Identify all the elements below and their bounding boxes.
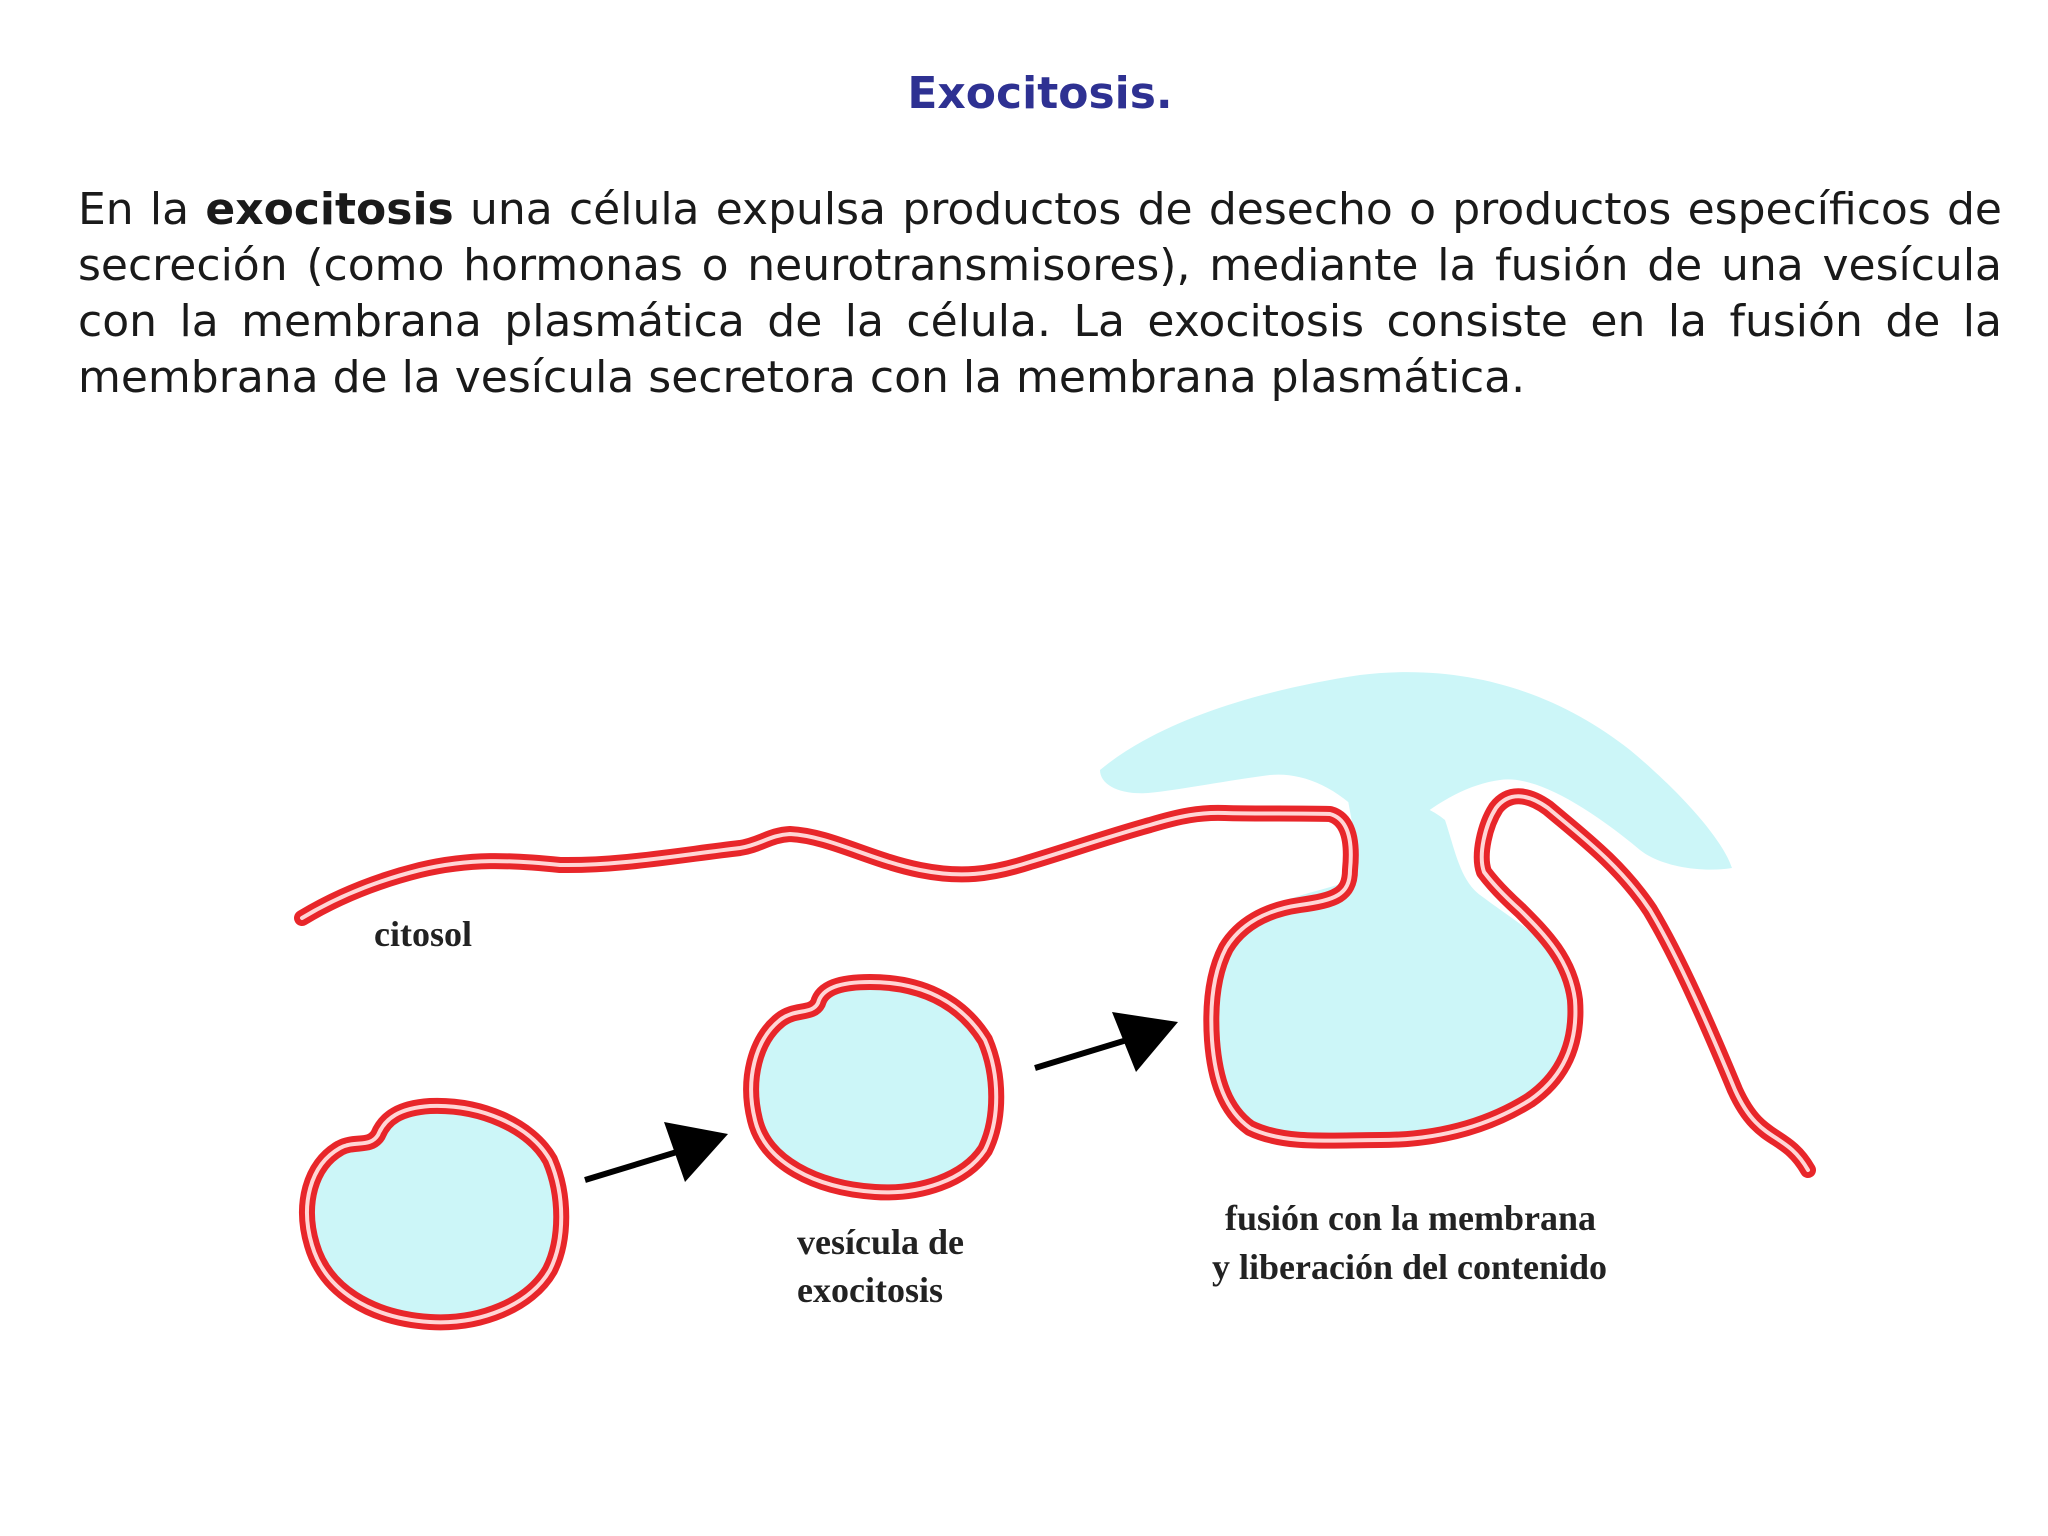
paragraph-bold-term: exocitosis <box>205 184 454 235</box>
label-vesicle-line2: exocitosis <box>797 1270 943 1310</box>
paragraph-prefix: En la <box>78 184 206 235</box>
arrow-2 <box>1034 1012 1178 1072</box>
fused-vesicle-interior <box>1211 796 1578 1141</box>
vesicle-1 <box>299 1097 570 1331</box>
label-fusion-line2: y liberación del contenido <box>1212 1247 1607 1287</box>
label-citosol: citosol <box>374 914 472 954</box>
paragraph-body: una célula expulsa productos de desecho … <box>78 184 2002 403</box>
released-content-blob <box>1100 672 1732 870</box>
label-fusion-line1: fusión con la membrana <box>1225 1198 1596 1238</box>
arrow-1 <box>584 1122 728 1183</box>
vesicle-2 <box>743 974 1005 1201</box>
label-vesicle-line1: vesícula de <box>797 1222 964 1262</box>
description-paragraph: En la exocitosis una célula expulsa prod… <box>78 182 2002 406</box>
page-title: Exocitosis. <box>907 68 1173 119</box>
